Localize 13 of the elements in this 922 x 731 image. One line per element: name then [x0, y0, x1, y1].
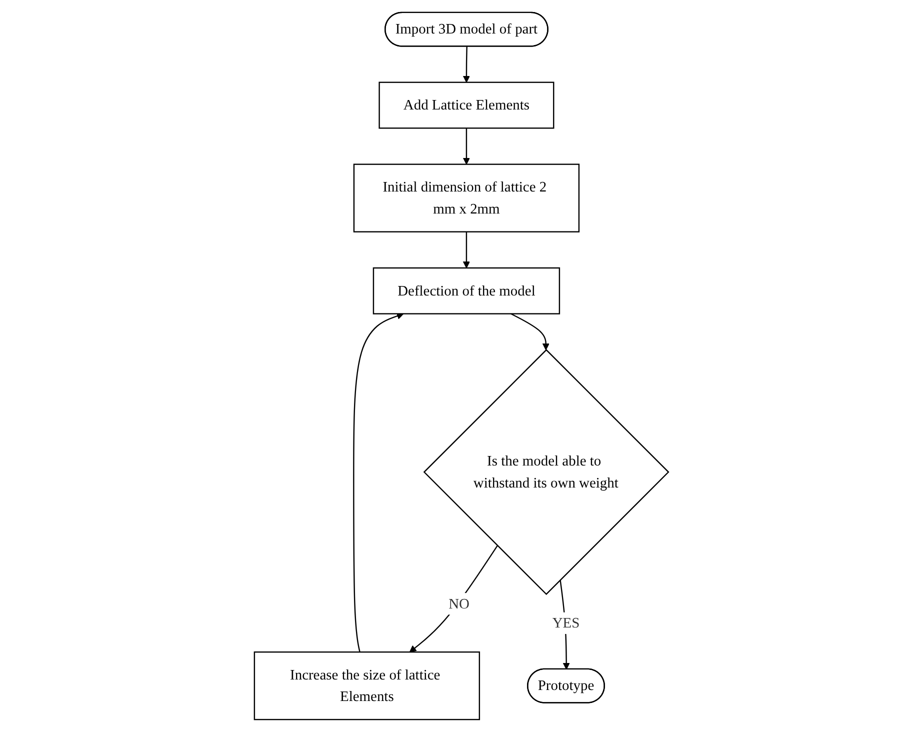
edge-label: NO [448, 594, 470, 612]
node-box: Add Lattice Elements [378, 81, 554, 128]
arrow [352, 312, 404, 652]
arrow [408, 544, 498, 652]
arrow [462, 46, 470, 82]
node-box: Increase the size of lattice Elements [253, 650, 480, 720]
node-box: Deflection of the model [372, 266, 560, 314]
arrow [510, 312, 549, 350]
edge-label: YES [552, 614, 580, 630]
node-box: Initial dimension of lattice 2 mm x 2mm [352, 163, 580, 232]
arrow [462, 128, 470, 164]
node-diamond: Is the model able to withstand its own weight [422, 348, 669, 595]
arrow [462, 231, 470, 268]
